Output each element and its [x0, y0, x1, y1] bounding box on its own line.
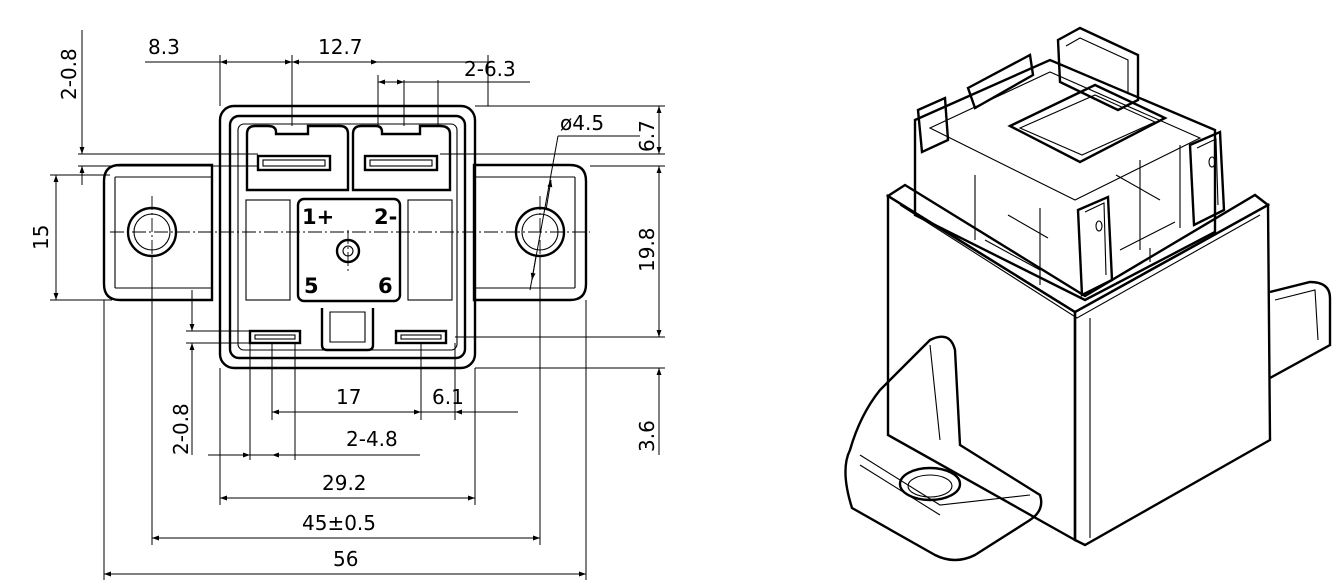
- iso-mounting-hole: [898, 466, 962, 502]
- isometric-view: [844, 26, 1332, 562]
- terminal-housing-frame: [913, 58, 1217, 302]
- dim-15: 15: [29, 225, 53, 250]
- terminal-blade-1: [256, 154, 332, 172]
- terminal-blade-2-inner: [369, 159, 433, 167]
- iso-terminal-blade-2: [1188, 130, 1226, 227]
- iso-terminal-blade-1: [1076, 195, 1114, 297]
- bottom-latch: [320, 308, 375, 352]
- front-mounting-flange: [844, 335, 1043, 562]
- dim-2-0-8-top: 2-0.8: [57, 48, 81, 100]
- relay-body-top-rim: [885, 183, 1271, 314]
- housing-inner-outline: [228, 114, 467, 360]
- dim-12-7: 12.7: [318, 35, 363, 59]
- pin-label-5: 5: [304, 274, 319, 298]
- pin-label-6: 6: [378, 274, 393, 298]
- terminal-tower-left: [245, 124, 350, 192]
- flange-inner-edge: [115, 176, 575, 289]
- terminal-blade-1-inner: [262, 159, 326, 167]
- dim-2-0-8-bottom: 2-0.8: [169, 403, 193, 455]
- dim-56: 56: [333, 547, 358, 571]
- mounting-flange-outline: [102, 163, 214, 302]
- terminal-tower-right: [351, 124, 452, 192]
- right-cavity: [407, 199, 453, 301]
- mounting-flange-outline-right: [472, 163, 588, 302]
- pin-label-1: 1+: [302, 205, 334, 229]
- housing-outline: [218, 104, 477, 370]
- pin-label-2: 2-: [374, 205, 397, 229]
- dim-3-6: 3.6: [635, 420, 659, 452]
- center-cavity: [1007, 83, 1168, 164]
- center-recess: [296, 197, 402, 303]
- dim-17: 17: [336, 385, 361, 409]
- dim-2-6-3: 2-6.3: [464, 57, 516, 81]
- dim-45: 45±0.5: [302, 511, 376, 535]
- relay-body-right-face: [1073, 202, 1272, 547]
- flange-side-edge: [114, 177, 576, 288]
- iso-terminal-blade-4: [916, 96, 950, 154]
- dim-19-8: 19.8: [635, 227, 659, 272]
- dim-29-2: 29.2: [322, 471, 367, 495]
- dim-phi-4-5: ø4.5: [560, 111, 604, 135]
- iso-terminal-blade-3: [966, 53, 1035, 110]
- dim-6-1: 6.1: [432, 385, 464, 409]
- terminal-blade-6: [394, 329, 448, 345]
- terminal-blade-5: [248, 329, 302, 345]
- front-view: 1+ 2- 5 6 8.3 12.7 2-6.3 2-0.8: [29, 30, 665, 580]
- terminal-blade-2: [363, 154, 439, 172]
- dim-8-3: 8.3: [148, 35, 180, 59]
- dim-2-4-8: 2-4.8: [346, 427, 398, 451]
- top-tower: [1056, 26, 1140, 112]
- left-cavity: [245, 199, 291, 301]
- side-clip: [1269, 280, 1332, 380]
